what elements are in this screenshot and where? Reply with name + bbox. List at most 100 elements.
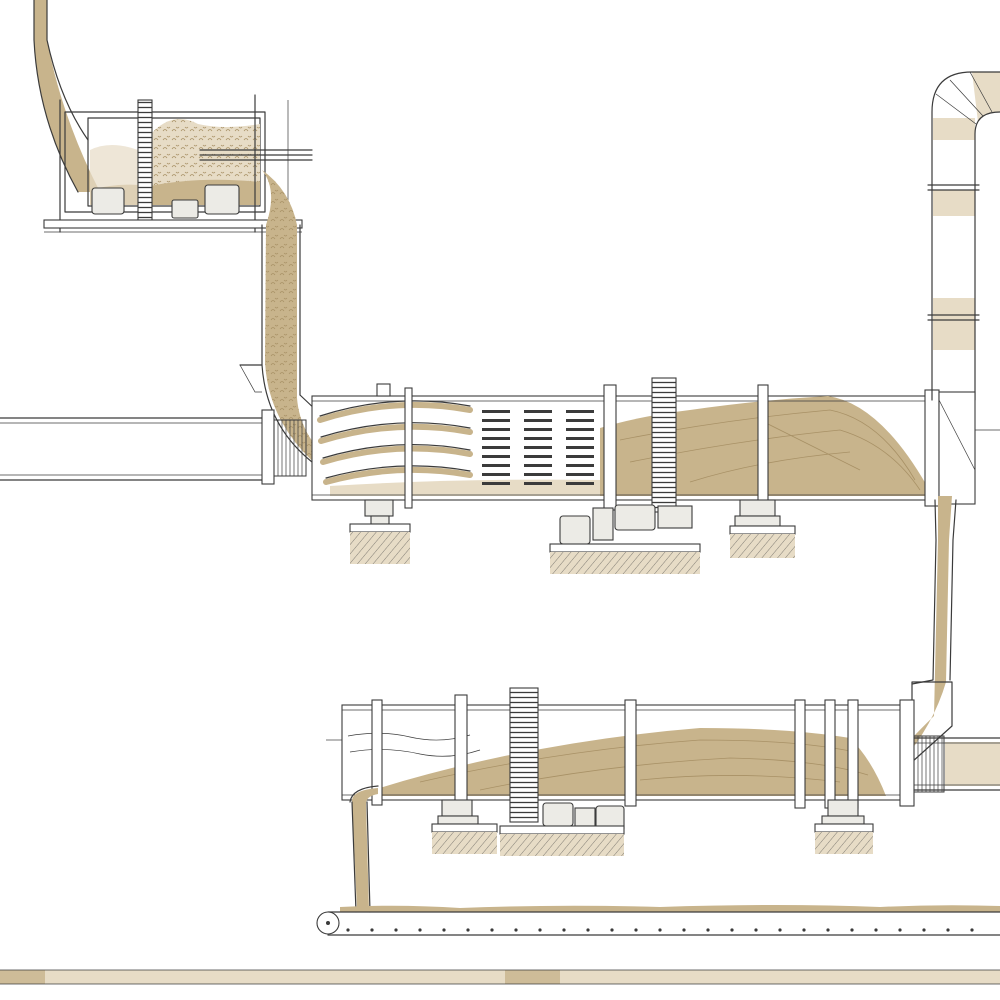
top-mixer-unit	[43, 94, 313, 235]
main-drum-support-right	[729, 499, 796, 558]
grid-lifter-bar	[566, 419, 594, 422]
lifter-edge-1	[319, 400, 471, 417]
stack-highlight-1	[933, 118, 975, 140]
drive-motor-1	[559, 515, 591, 545]
main-rotary-drum	[311, 377, 940, 513]
conveyor-roller	[898, 928, 902, 932]
stack-base-diagonal	[938, 399, 976, 471]
drive-gearbox	[592, 507, 614, 541]
discharge-left-line	[351, 801, 357, 913]
lower-drum-girth-gear	[509, 687, 539, 823]
stack-elbow-segment-3	[969, 71, 993, 113]
support-ground-hatch	[730, 534, 795, 558]
grid-lifter-bar	[482, 419, 510, 422]
conveyor-roller	[826, 928, 830, 932]
support-ground-hatch	[432, 832, 497, 854]
grid-lifter-bar	[524, 482, 552, 485]
mixer-gearbox	[171, 199, 199, 219]
lower-drum-support-left	[431, 799, 498, 854]
discharge-right-line	[366, 801, 371, 913]
support-roller	[827, 799, 859, 817]
lifter-band-2	[318, 423, 473, 444]
grid-lifter-bar	[482, 437, 510, 440]
lower-drum-tyre-4	[824, 699, 836, 809]
grid-lifter-bar	[524, 464, 552, 467]
lower-drum-air-line-1	[347, 732, 471, 741]
main-drum-tyre-1	[404, 387, 413, 509]
grid-lifter-bar	[524, 428, 552, 431]
stack-elbow-segment-2	[949, 79, 984, 117]
grid-lifter-bar	[524, 437, 552, 440]
lifter-edge-4	[325, 465, 471, 479]
grid-lifter-bar	[524, 446, 552, 449]
lower-drum-outlet-flange	[899, 699, 915, 807]
main-drum-tyre-2	[603, 384, 617, 511]
drive-motor-2	[614, 504, 656, 531]
drive-base	[499, 825, 625, 835]
grid-lifter-bar	[482, 473, 510, 476]
main-drum-outlet-flange	[924, 389, 940, 507]
main-drum-support-left	[349, 499, 411, 564]
stack-highlight-2	[933, 190, 975, 216]
left-inlet-pipe	[0, 409, 307, 485]
drive-coupling	[657, 505, 693, 529]
support-ground-hatch	[350, 532, 410, 564]
stack-elbow-segment-1	[935, 93, 977, 125]
mixer-motor-right	[204, 184, 240, 215]
grid-lifter-bar	[566, 455, 594, 458]
upper-chute-hopper-plate	[239, 364, 262, 393]
grid-lifter-bar	[566, 482, 594, 485]
lower-chute-material	[872, 496, 952, 792]
support-roller	[364, 499, 394, 517]
conveyor-roller	[586, 928, 590, 932]
conveyor-roller	[706, 928, 710, 932]
grid-lifter-bar	[524, 455, 552, 458]
conveyor-pulley-hub	[326, 921, 330, 925]
conveyor-roller	[442, 928, 446, 932]
inlet-pipe-flange	[261, 409, 275, 485]
stack-inner-wall	[974, 111, 1000, 401]
discharge-left-wall	[349, 785, 379, 803]
conveyor-roller	[466, 928, 470, 932]
grid-lifter-bar	[482, 410, 510, 413]
grid-lifter-bar	[524, 410, 552, 413]
lower-drum-inlet-flange	[371, 699, 383, 806]
conveyor-roller	[610, 928, 614, 932]
drive-ground-hatch	[550, 552, 700, 574]
lower-drum-tyre-2	[624, 699, 637, 807]
drive-gearbox	[574, 807, 596, 827]
conveyor-roller	[850, 928, 854, 932]
conveyor-roller	[346, 928, 350, 932]
conveyor-roller	[370, 928, 374, 932]
lifter-edge-3	[322, 443, 471, 459]
feed-chute-material	[34, 0, 100, 192]
main-drum-tyre-3	[757, 384, 769, 511]
main-drum-burner-box	[376, 383, 391, 397]
grid-lifter-bar	[566, 464, 594, 467]
support-base	[349, 523, 411, 533]
lower-chute-left-wall	[911, 499, 937, 685]
feed-chute-right-wall	[46, 0, 89, 141]
grid-lifter-bar	[566, 446, 594, 449]
feed-chute-left-wall	[33, 0, 79, 193]
support-bearing	[734, 515, 781, 527]
main-drum-swirl-4	[759, 419, 861, 471]
conveyor-roller	[730, 928, 734, 932]
bottom-strip-spot-left	[0, 970, 45, 984]
stack-outer-wall	[931, 71, 1000, 401]
conveyor-roller	[394, 928, 398, 932]
stack-elbow-highlight	[972, 72, 1000, 122]
conveyor-roller	[538, 928, 542, 932]
conveyor-roller	[634, 928, 638, 932]
conveyor-roller	[946, 928, 950, 932]
discharge-chute	[349, 785, 379, 913]
drive-base	[549, 543, 701, 553]
grid-lifter-bar	[482, 428, 510, 431]
conveyor-rollers	[346, 928, 974, 932]
grid-lifter-bar	[524, 419, 552, 422]
support-roller	[739, 499, 776, 517]
exhaust-stack	[927, 71, 1000, 505]
support-ground-hatch	[815, 832, 873, 854]
conveyor-roller	[682, 928, 686, 932]
drive-ground-hatch	[500, 834, 624, 856]
